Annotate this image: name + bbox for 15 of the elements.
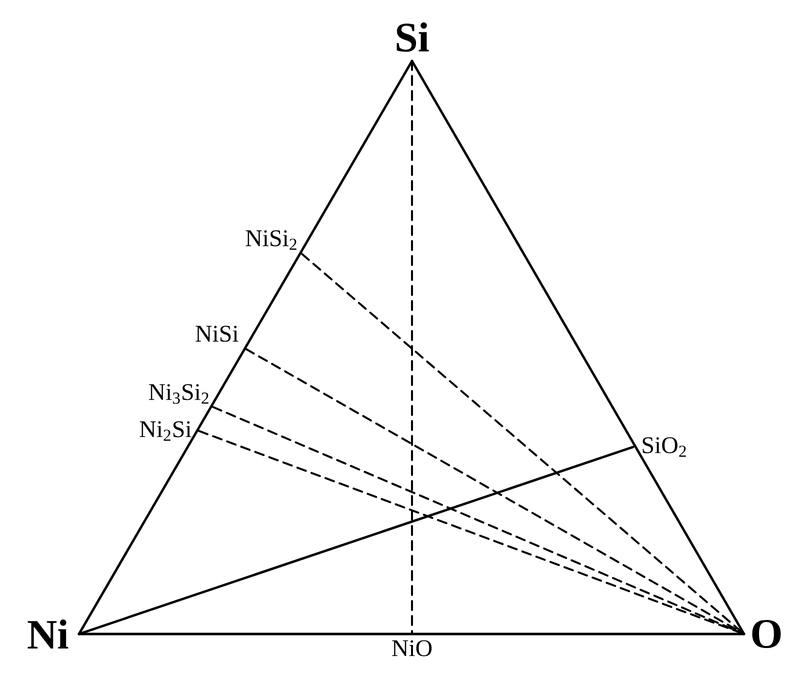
phase-label: SiO$_{2}$: [642, 437, 686, 457]
vertex-label: O: [752, 620, 781, 648]
solid-line: [410, 60, 746, 636]
phase-label: Ni$_{3}$Si$_{2}$: [148, 384, 208, 404]
solid-line: [78, 60, 414, 636]
solid-line: [78, 446, 634, 636]
vertex-label: Si: [396, 22, 429, 52]
phase-label: NiO: [392, 640, 432, 656]
phase-label: Ni$_{2}$Si: [140, 421, 192, 441]
phase-label: NiSi$_{2}$: [246, 230, 296, 250]
dashed-line: [245, 348, 745, 635]
solid-line: [78, 632, 746, 636]
vertex-label: Ni: [28, 619, 68, 648]
phase-label: NiSi: [196, 326, 238, 342]
dashed-line: [411, 60, 413, 635]
